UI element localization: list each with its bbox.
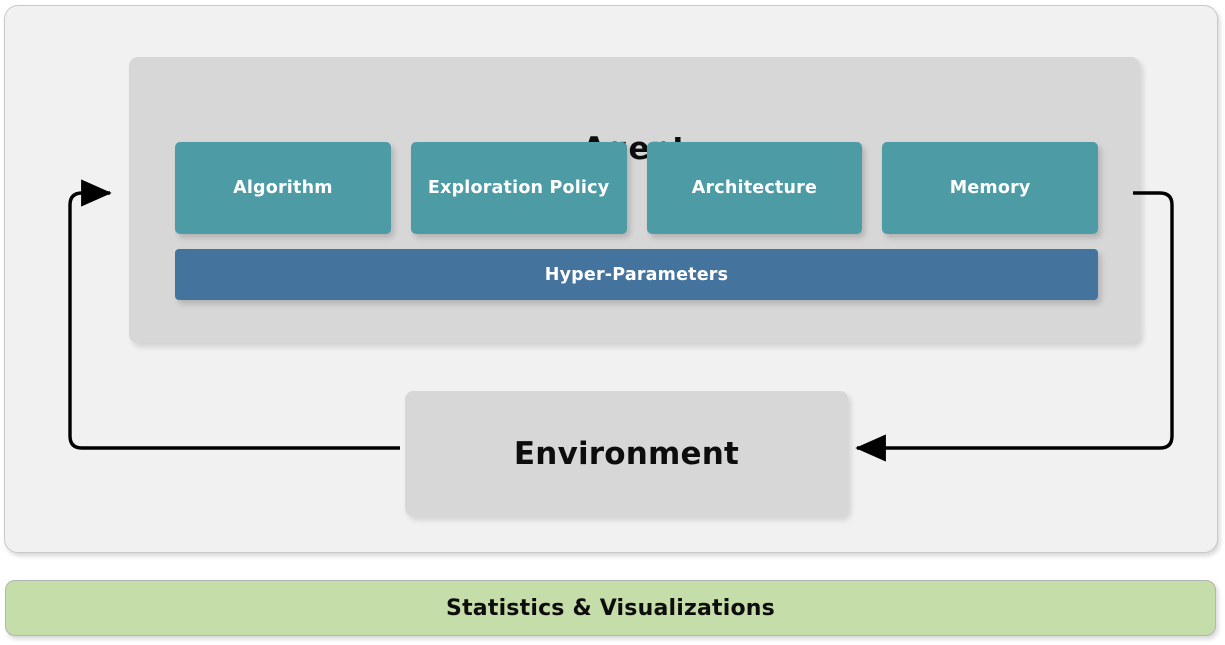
component-box-memory[interactable]: Memory	[882, 142, 1098, 234]
component-box-exploration-policy[interactable]: Exploration Policy	[410, 142, 627, 234]
agent-container: Agent Algorithm Exploration Policy Archi…	[129, 57, 1140, 343]
component-box-architecture[interactable]: Architecture	[646, 142, 863, 234]
statistics-visualizations-bar[interactable]: Statistics & Visualizations	[5, 580, 1216, 636]
system-container: Agent Algorithm Exploration Policy Archi…	[4, 5, 1218, 553]
agent-components-row: Algorithm Exploration Policy Architectur…	[175, 142, 1098, 234]
environment-box[interactable]: Environment	[405, 391, 848, 516]
hyper-parameters-bar[interactable]: Hyper-Parameters	[175, 249, 1098, 300]
component-box-algorithm[interactable]: Algorithm	[175, 142, 391, 234]
